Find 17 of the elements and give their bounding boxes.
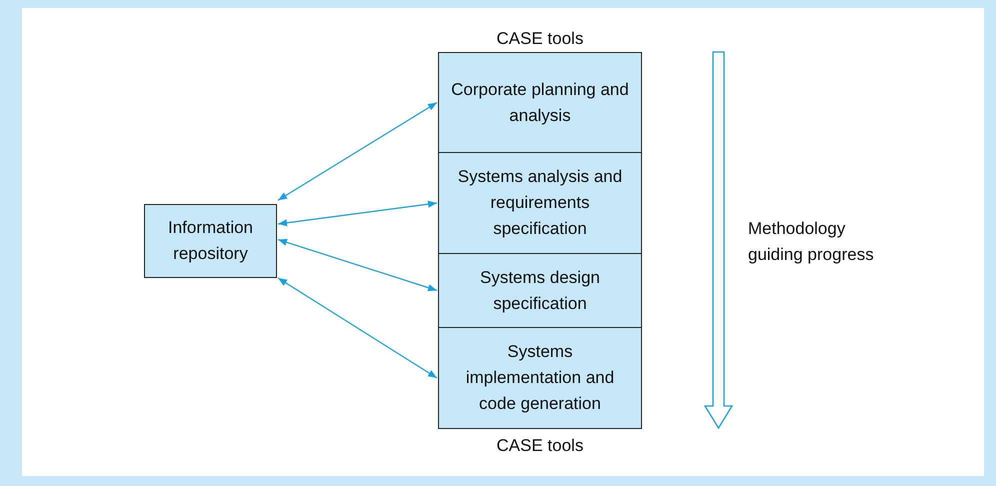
box-label: Corporate planning and analysis: [451, 78, 629, 126]
box-label: Systems analysis and requirements specification: [456, 166, 624, 240]
double-arrow: [278, 238, 438, 292]
process-box: [438, 327, 642, 429]
process-box: [438, 52, 642, 153]
double-arrow: [278, 102, 438, 201]
box-label: Information repository: [166, 217, 254, 265]
box-label: Systems implementation and code generation: [464, 341, 616, 415]
annotation-text: Methodology guiding progress: [748, 218, 875, 266]
stack-heading: CASE tools: [496, 28, 584, 50]
box-label: Systems design specification: [479, 266, 601, 314]
double-arrow: [278, 278, 438, 378]
stack-heading: CASE tools: [496, 435, 584, 457]
process-box: [438, 152, 642, 254]
process-box: [144, 204, 277, 278]
process-box: [438, 253, 642, 328]
double-arrow: [278, 200, 438, 226]
